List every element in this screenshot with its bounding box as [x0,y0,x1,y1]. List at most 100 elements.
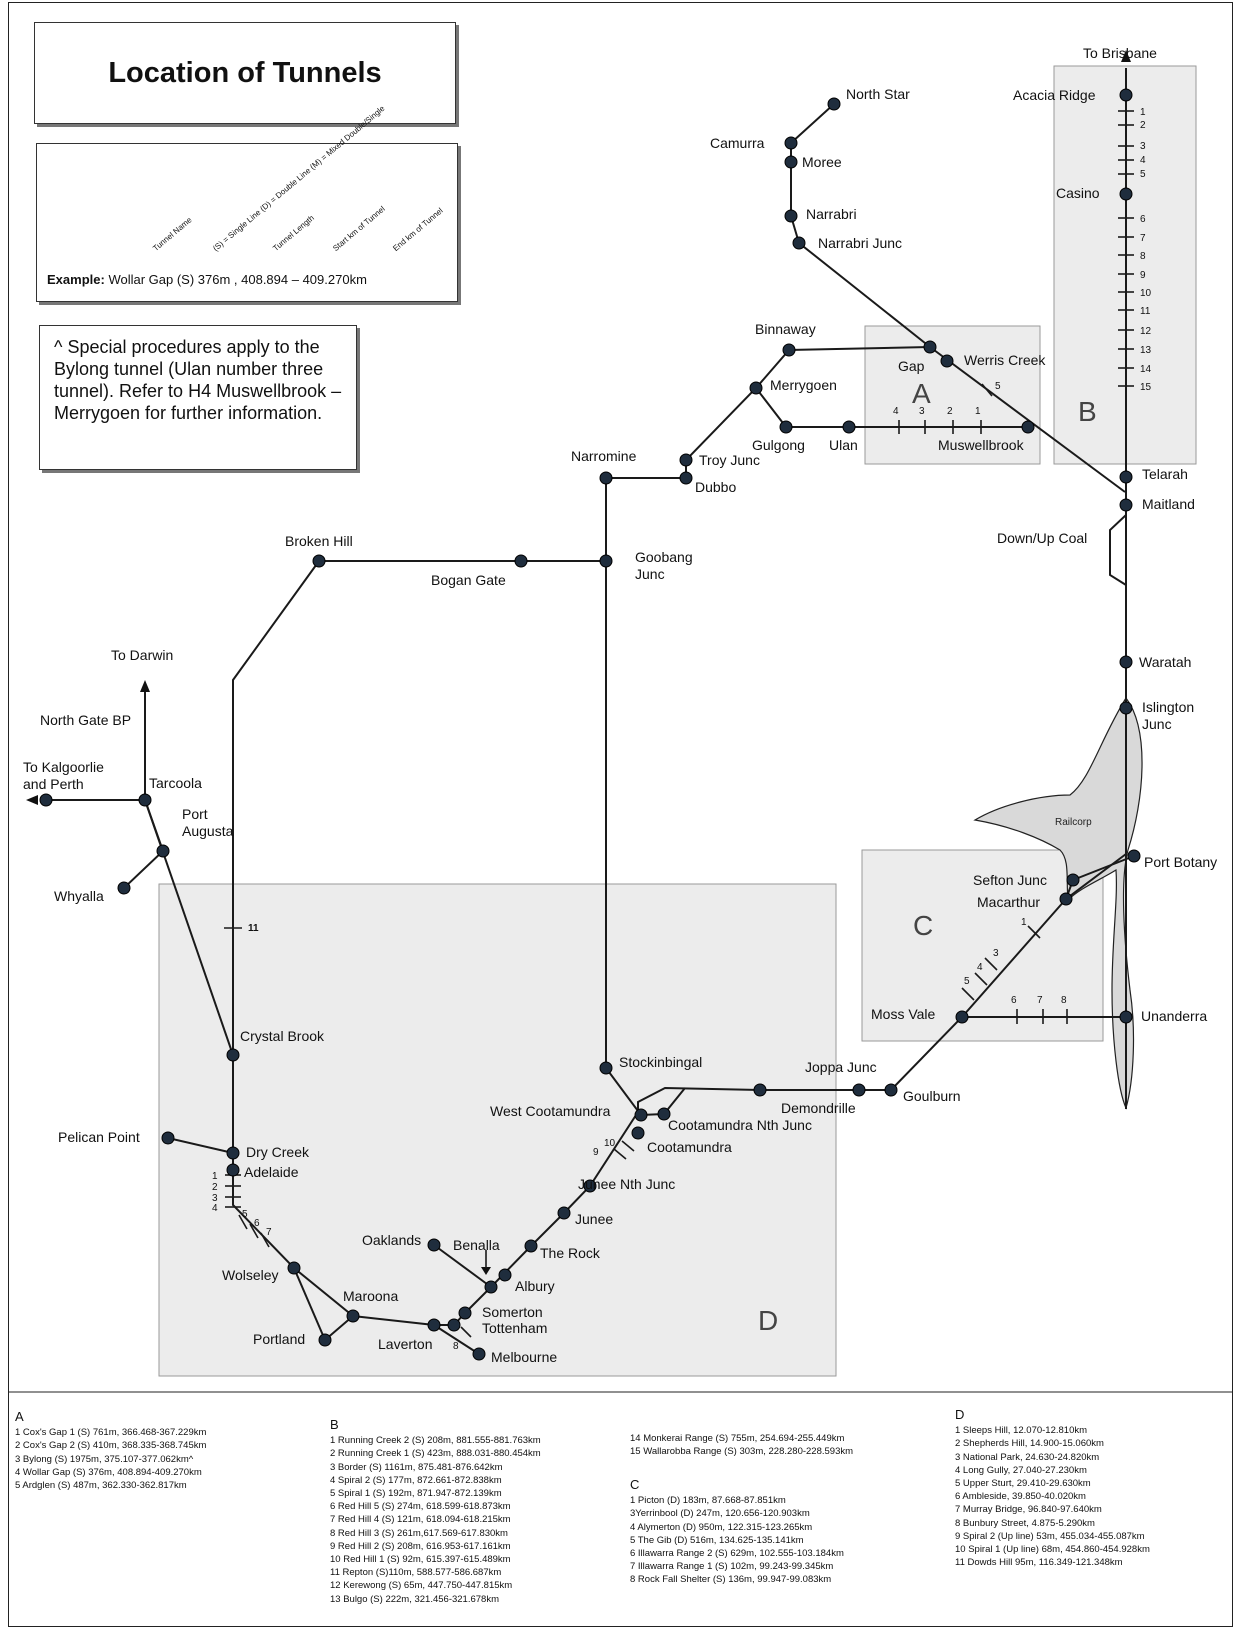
station-marker [679,453,693,467]
tunnel-number-a: 4 [893,406,899,417]
tunnel-number-d: 1 [212,1171,218,1182]
rail-line [1109,514,1127,586]
tunnel-tick [961,987,975,1001]
tunnel-number-c: 7 [1037,995,1043,1006]
station-label-junee-nth-junc: Junee Nth Junc [578,1176,675,1192]
legend-item: 3Yerrinbool (D) 247m, 120.656-120.903km [630,1508,810,1520]
legend-item: 1 Running Creek 2 (S) 208m, 881.555-881.… [330,1435,541,1447]
tunnel-number-b: 6 [1140,214,1146,225]
rail-line [929,346,1126,493]
legend-item: 6 Ambleside, 39.850-40.020km [955,1491,1086,1503]
station-label-narrabri: Narrabri [806,206,857,222]
legend-item: 8 Rock Fall Shelter (S) 136m, 99.947-99.… [630,1574,832,1586]
legend-item: 6 Illawarra Range 2 (S) 629m, 102.555-10… [630,1548,844,1560]
station-marker [1119,470,1133,484]
station-label-west-cootamundra: West Cootamundra [490,1103,611,1119]
tunnel-number-a: 5 [995,381,1001,392]
station-marker [318,1333,332,1347]
station-label-maroona: Maroona [343,1288,398,1304]
legend-item: 7 Red Hill 4 (S) 121m, 618.094-618.215km [330,1514,511,1526]
station-marker [427,1238,441,1252]
legend-item: 8 Bunbury Street, 4.875-5.290km [955,1517,1095,1529]
station-label-benalla: Benalla [453,1237,500,1253]
bylong-note: ^ Special procedures apply to the Bylong… [39,325,357,470]
station-label-unanderra: Unanderra [1141,1008,1207,1024]
station-marker [842,420,856,434]
tunnel-tick [249,1223,259,1239]
station-label-the-rock: The Rock [540,1245,601,1261]
legend-heading-a: A [15,1409,24,1424]
legend-item: 2 Cox's Gap 2 (S) 410m, 368.335-368.745k… [15,1440,207,1452]
station-label-gulgong: Gulgong [752,437,805,453]
legend-item: 5 Spiral 1 (S) 192m, 871.947-872.139km [330,1488,502,1500]
tunnel-number-b: 15 [1140,382,1152,393]
station-marker [484,1280,498,1294]
legend-heading-d: D [955,1407,965,1422]
legend-item: 6 Red Hill 5 (S) 274m, 618.599-618.873km [330,1501,511,1513]
example-annotation-name: Tunnel Name [151,215,194,253]
station-label-camurra: Camurra [710,135,765,151]
tunnel-number-b: 1 [1140,107,1146,118]
railcorp-area [973,696,1143,1110]
station-label-telarah: Telarah [1142,466,1188,482]
example-annotation-end: End km of Tunnel [391,206,445,253]
station-marker [427,1318,441,1332]
tunnel-number-b: 10 [1140,288,1152,299]
tunnel-number-b: 11 [1140,306,1151,317]
station-label-troy-junc: Troy Junc [699,452,760,468]
rail-line [232,1170,480,1355]
rail-line [434,855,1135,1326]
station-label-goulburn: Goulburn [903,1088,961,1104]
rail-line [605,1067,686,1117]
area-label-a: A [912,378,931,409]
station-marker [583,1179,597,1193]
station-marker [1059,892,1073,906]
station-marker [39,793,53,807]
station-marker [312,554,326,568]
station-marker [784,155,798,169]
tunnel-tick [621,1140,635,1152]
station-label-acacia-ridge: Acacia Ridge [1013,87,1096,103]
station-label-portland: Portland [253,1331,305,1347]
legend-item: 7 Murray Bridge, 96.840-97.640km [955,1504,1102,1516]
tunnel-number-c: 1 [1021,917,1027,928]
area-label-d: D [758,1305,778,1336]
station-marker [226,1048,240,1062]
tunnel-number-b: 13 [1140,345,1152,356]
station-label-moss-vale: Moss Vale [871,1006,936,1022]
station-label-werris-creek: Werris Creek [964,352,1046,368]
legend-heading-b: B [330,1417,339,1432]
station-marker [156,844,170,858]
station-label-merrygoen: Merrygoen [770,377,837,393]
station-label-binnaway: Binnaway [755,321,816,337]
area-label-c: C [913,910,933,941]
station-label-to-darwin: To Darwin [111,647,173,663]
tunnel-number-b: 9 [1140,270,1146,281]
legend-item: 5 The Gib (D) 516m, 134.625-135.141km [630,1534,804,1546]
legend-item: 5 Ardglen (S) 487m, 362.330-362.817km [15,1480,187,1492]
legend-item: 4 Wollar Gap (S) 376m, 408.894-409.270km [15,1466,202,1478]
station-marker [631,1126,645,1140]
station-label-broken-hill: Broken Hill [285,533,353,549]
station-label-oaklands: Oaklands [362,1232,421,1248]
legend-item: 4 Long Gully, 27.040-27.230km [955,1464,1087,1476]
tunnel-number-a: 2 [947,406,953,417]
arrow-to-benalla [481,1267,491,1275]
tunnel-number-c: 8 [1061,995,1067,1006]
legend-item: 10 Red Hill 1 (S) 92m, 615.397-615.489km [330,1554,511,1566]
legend-item: 9 Red Hill 2 (S) 208m, 616.953-617.161km [330,1540,511,1552]
legend-item: 7 Illawarra Range 1 (S) 102m, 99.243-99.… [630,1561,834,1573]
tunnel-tick [981,383,993,397]
example-annotation-start: Start km of Tunnel [331,204,387,253]
tunnel-number-b: 7 [1140,233,1146,244]
arrow-to-kalgoorlie [26,795,38,805]
legend-item: 14 Monkerai Range (S) 755m, 254.694-255.… [630,1433,845,1444]
legend-item: 15 Wallarobba Range (S) 303m, 228.280-22… [630,1446,854,1458]
station-marker [524,1239,538,1253]
station-marker [599,471,613,485]
tunnel-number-d: 2 [212,1182,218,1193]
legend-item: 12 Kerewong (S) 65m, 447.750-447.815km [330,1580,513,1592]
